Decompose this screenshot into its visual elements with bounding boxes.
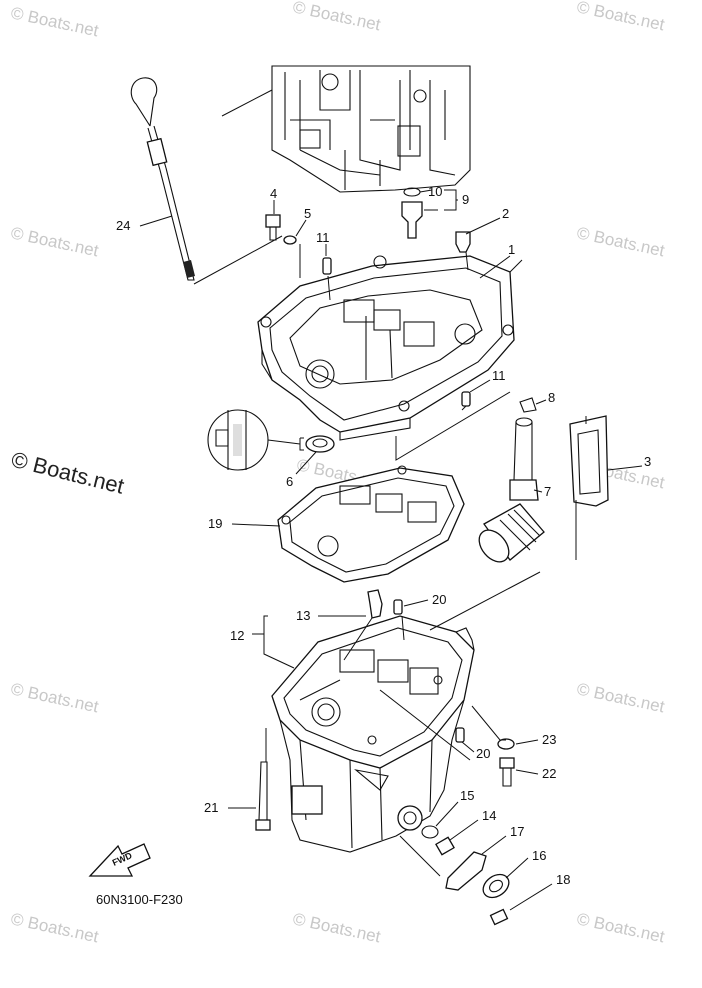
watermark-large: © Boats.net xyxy=(9,447,127,499)
watermark: © Boats.net xyxy=(291,909,382,946)
fitting-9 xyxy=(401,201,423,239)
watermark: © Boats.net xyxy=(9,679,100,716)
watermark: © Boats.net xyxy=(575,679,666,716)
bolt-18 xyxy=(489,908,509,926)
watermark: © Boats.net xyxy=(575,909,666,946)
dowel-11-right xyxy=(461,391,471,407)
leader-line xyxy=(193,89,283,285)
oil-strainer xyxy=(478,417,545,563)
callout-3: 3 xyxy=(644,454,651,469)
watermark: © Boats.net xyxy=(575,223,666,260)
watermark: © Boats.net xyxy=(9,3,100,40)
callout-2: 2 xyxy=(502,206,509,221)
nipple-13 xyxy=(367,589,383,619)
engine-block xyxy=(271,65,471,193)
callout-20-top: 20 xyxy=(432,592,446,607)
callout-10: 10 xyxy=(428,184,442,199)
watermark-layer: © Boats.net © Boats.net © Boats.net © Bo… xyxy=(9,0,667,946)
clip-8 xyxy=(519,397,537,413)
callout-21: 21 xyxy=(204,800,218,815)
bolt-21 xyxy=(255,761,271,831)
callout-19: 19 xyxy=(208,516,222,531)
drawing-code: 60N3100-F230 xyxy=(96,892,183,907)
dowel-20-top xyxy=(393,599,403,615)
callouts: 1 2 3 4 5 6 7 8 9 10 11 11 12 13 14 15 1… xyxy=(116,184,651,887)
gasket-15 xyxy=(421,825,439,839)
gasket-17 xyxy=(445,851,487,891)
callout-23: 23 xyxy=(542,732,556,747)
gasket-19 xyxy=(277,465,465,583)
dowel-11-top xyxy=(322,257,332,275)
callout-22: 22 xyxy=(542,766,556,781)
callout-6: 6 xyxy=(286,474,293,489)
callout-5: 5 xyxy=(304,206,311,221)
callout-8: 8 xyxy=(548,390,555,405)
bolt-14 xyxy=(435,836,455,856)
seal-detail-inset xyxy=(207,409,301,471)
bolt-22 xyxy=(499,757,515,787)
cover-plate-3 xyxy=(569,415,609,507)
breather-2 xyxy=(455,231,471,253)
dipstick xyxy=(130,77,195,281)
washer-23 xyxy=(497,738,515,750)
callout-16: 16 xyxy=(532,848,546,863)
callout-11-right: 11 xyxy=(492,368,506,383)
upper-oil-pan xyxy=(257,255,515,441)
callout-9: 9 xyxy=(462,192,469,207)
callout-17: 17 xyxy=(510,824,524,839)
cover-16 xyxy=(482,873,510,899)
washer-5 xyxy=(283,235,297,245)
callout-7: 7 xyxy=(544,484,551,499)
watermark: © Boats.net xyxy=(9,909,100,946)
callout-18: 18 xyxy=(556,872,570,887)
callout-4: 4 xyxy=(270,186,277,201)
fwd-arrow: FWD xyxy=(88,843,151,877)
callout-15: 15 xyxy=(460,788,474,803)
callout-11-top: 11 xyxy=(316,230,330,245)
callout-24: 24 xyxy=(116,218,130,233)
bolt-4 xyxy=(265,214,281,241)
callout-13: 13 xyxy=(296,608,310,623)
oring-10 xyxy=(403,187,421,197)
lower-oil-pan xyxy=(271,615,475,853)
dowel-20-side xyxy=(455,727,465,743)
callout-1: 1 xyxy=(508,242,515,257)
callout-14: 14 xyxy=(482,808,496,823)
watermark: © Boats.net xyxy=(291,0,382,34)
watermark: © Boats.net xyxy=(575,0,666,34)
watermark: © Boats.net xyxy=(9,223,100,260)
callout-20-side: 20 xyxy=(476,746,490,761)
leader-lines xyxy=(139,189,643,911)
oil-seal-6 xyxy=(299,435,335,453)
callout-12: 12 xyxy=(230,628,244,643)
